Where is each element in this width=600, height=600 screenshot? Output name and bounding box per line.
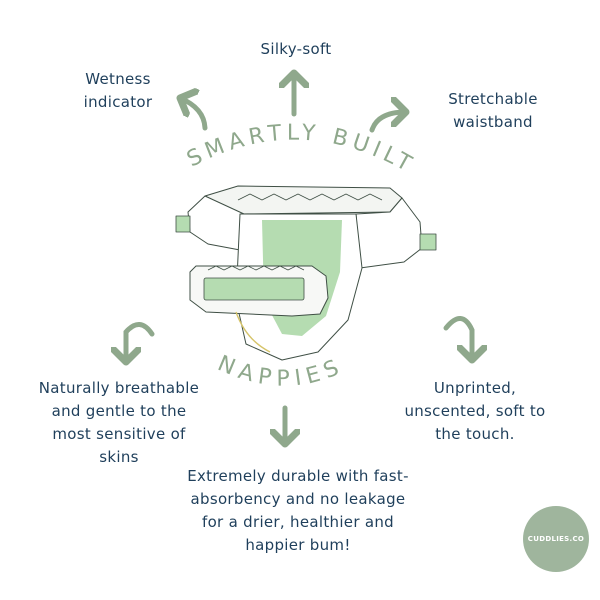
- label-waistband-line1: Stretchable: [448, 90, 538, 108]
- label-waistband-line2: waistband: [453, 113, 533, 131]
- brand-logo-text: CUDDLIES.CO: [527, 535, 585, 543]
- arrow-up-left-icon: [180, 98, 208, 131]
- label-wetness-line2: indicator: [83, 93, 153, 111]
- label-unprinted-line3: the touch.: [435, 425, 515, 443]
- diaper-front-ruffle: [207, 265, 305, 271]
- label-breathable-line4: skins: [99, 448, 139, 466]
- label-breathable-line3: most sensitive of: [52, 425, 186, 443]
- diaper-leg-cuff: [235, 311, 271, 353]
- label-unprinted-line1: Unprinted,: [433, 379, 517, 397]
- arrow-curve-right-icon: [443, 316, 472, 360]
- diaper-illustration: [175, 185, 437, 361]
- label-unprinted: Unprinted, unscented, soft to the touch.: [380, 377, 570, 446]
- arrow-up-right-icon: [369, 112, 406, 133]
- label-breathable-line2: and gentle to the: [51, 402, 187, 420]
- arrow-curve-left-icon: [126, 322, 155, 362]
- label-naturally-breathable: Naturally breathable and gentle to the m…: [14, 377, 224, 469]
- label-durable-line3: for a drier, healthier and: [202, 513, 394, 531]
- diaper-left-tab: [175, 215, 191, 233]
- label-wetness-indicator: Wetness indicator: [58, 68, 178, 114]
- label-silky-soft: Silky-soft: [236, 38, 356, 61]
- label-breathable-line1: Naturally breathable: [38, 379, 200, 397]
- diaper-front-strip: [203, 277, 305, 301]
- arc-text-top: SMARTLY BUILT: [183, 121, 420, 180]
- label-extremely-durable: Extremely durable with fast- absorbency …: [168, 465, 428, 557]
- label-wetness-line1: Wetness: [85, 70, 151, 88]
- label-durable-line1: Extremely durable with fast-: [187, 467, 409, 485]
- diaper-ruffles: [237, 193, 383, 201]
- label-unprinted-line2: unscented, soft to: [404, 402, 546, 420]
- label-durable-line4: happier bum!: [245, 536, 351, 554]
- brand-logo-badge: CUDDLIES.CO: [523, 506, 589, 572]
- label-durable-line2: absorbency and no leakage: [190, 490, 406, 508]
- label-silky-soft-text: Silky-soft: [260, 40, 332, 58]
- diaper-right-tab: [419, 233, 437, 251]
- label-stretchable-waistband: Stretchable waistband: [418, 88, 568, 134]
